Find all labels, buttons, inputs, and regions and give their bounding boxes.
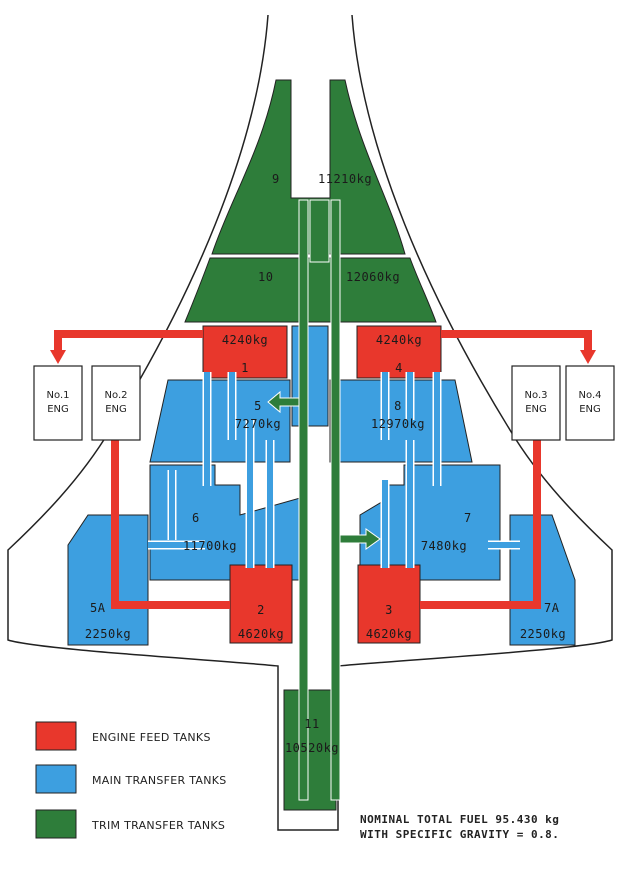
engine-4-sub: ENG [579, 404, 601, 415]
tank-7-mass: 7480kg [421, 539, 467, 553]
tank-3-mass: 4620kg [366, 627, 412, 641]
tank-5-mass: 7270kg [235, 417, 281, 431]
engine-1-sub: ENG [47, 404, 69, 415]
tank-7a [509, 514, 576, 646]
engine-4-label: No.4 [579, 390, 602, 401]
tank-9-number: 9 [272, 172, 280, 186]
tank-7a-mass: 2250kg [520, 627, 566, 641]
engine-feed-pipes [50, 330, 596, 609]
tank-7-number: 7 [464, 511, 472, 525]
tank-2-mass: 4620kg [238, 627, 284, 641]
engine-1-box [33, 365, 83, 441]
tank-10-number: 10 [258, 270, 273, 284]
engine-1-label: No.1 [47, 390, 70, 401]
legend-label-main-transfer: MAIN TRANSFER TANKS [92, 774, 227, 787]
tank-9-mass: 11210kg [318, 172, 372, 186]
tank-8-mass: 12970kg [371, 417, 425, 431]
engine-4-box [565, 365, 615, 441]
tank-11 [283, 689, 337, 811]
tank-2-number: 2 [257, 603, 265, 617]
engine-2-sub: ENG [105, 404, 127, 415]
tank-10 [184, 257, 437, 323]
tank-11-number: 11 [304, 717, 319, 731]
tank-10-mass: 12060kg [346, 270, 400, 284]
tank-4-mass: 4240kg [376, 333, 422, 347]
tank-3 [357, 564, 421, 644]
tank-6 [149, 464, 301, 581]
tank-3-number: 3 [385, 603, 393, 617]
tank-center-strip [291, 325, 329, 427]
trim-tanks [184, 79, 437, 811]
engine-3-box [511, 365, 561, 441]
tank-6-number: 6 [192, 511, 200, 525]
fuel-note-line-1: NOMINAL TOTAL FUEL 95.430 kg [360, 813, 559, 826]
tank-9 [211, 79, 406, 255]
tank-5-number: 5 [254, 399, 262, 413]
engine-2-label: No.2 [105, 390, 128, 401]
legend: ENGINE FEED TANKS MAIN TRANSFER TANKS TR… [35, 721, 227, 839]
main-transfer-tanks [67, 325, 576, 646]
trim-transfer-pipes [267, 199, 381, 801]
legend-swatch-main-transfer [35, 764, 77, 794]
tank-7a-number: 7A [544, 601, 560, 615]
tank-1 [202, 325, 288, 379]
engine-3-label: No.3 [525, 390, 548, 401]
fuel-note-line-2: WITH SPECIFIC GRAVITY = 0.8. [360, 828, 559, 841]
tank-2 [229, 564, 293, 644]
engine-3-sub: ENG [525, 404, 547, 415]
tank-8-number: 8 [394, 399, 402, 413]
legend-swatch-engine-feed [35, 721, 77, 751]
engine-2-box [91, 365, 141, 441]
engine-boxes [33, 365, 615, 441]
tank-1-number: 1 [241, 361, 249, 375]
tank-5a-number: 5A [90, 601, 106, 615]
tank-1-mass: 4240kg [222, 333, 268, 347]
tank-4 [356, 325, 442, 379]
tank-5a [67, 514, 149, 646]
engine-feed-tanks [202, 325, 442, 644]
tank-5a-mass: 2250kg [85, 627, 131, 641]
tank-7 [359, 464, 501, 581]
legend-swatch-trim-transfer [35, 809, 77, 839]
tank-6-mass: 11700kg [183, 539, 237, 553]
main-transfer-pipes [148, 372, 520, 568]
legend-label-trim-transfer: TRIM TRANSFER TANKS [91, 819, 225, 832]
legend-label-engine-feed: ENGINE FEED TANKS [92, 731, 211, 744]
tank-5 [149, 379, 291, 463]
tank-4-number: 4 [395, 361, 403, 375]
tank-11-mass: 10520kg [285, 741, 339, 755]
